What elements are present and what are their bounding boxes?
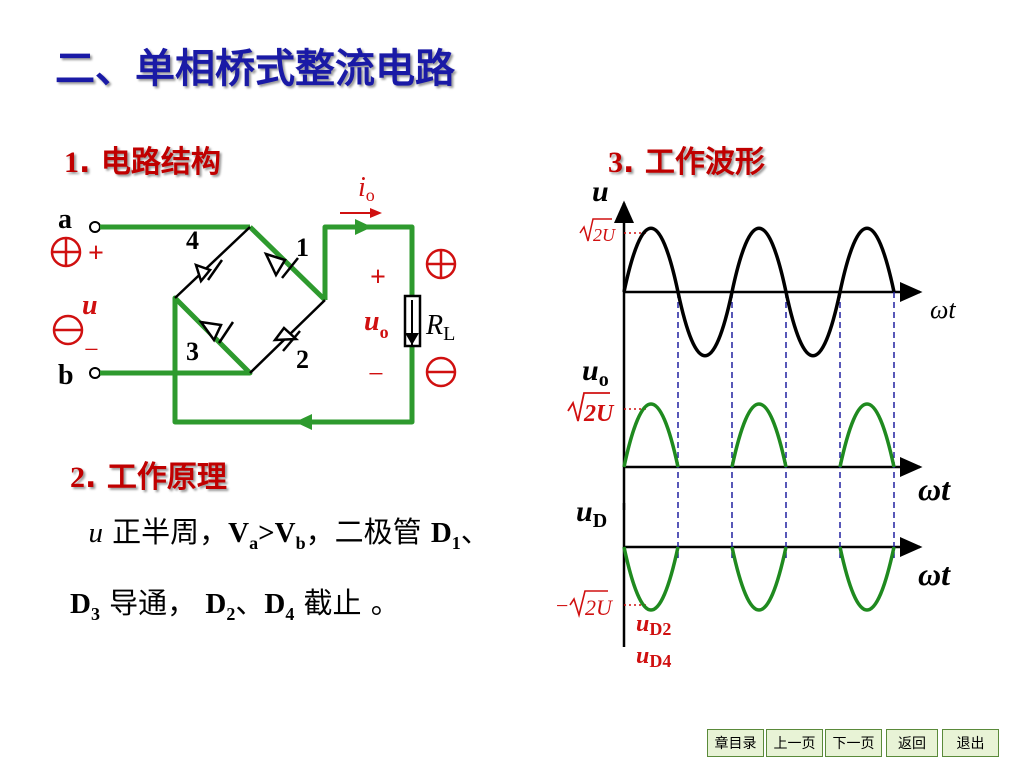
waveform-diagram: u ωt uo ωt uD ωt 2U 2U − 2U uD2 uD4 — [556, 175, 956, 671]
diode-d4: D4 — [264, 587, 295, 624]
output-minus-sign: − — [368, 359, 384, 390]
section-waveform-heading: 3. 工作波形 — [608, 137, 765, 181]
return-button[interactable]: 返回 — [886, 729, 938, 757]
diode-3-label: 3 — [186, 337, 199, 366]
text-chunk: 、 — [460, 515, 490, 549]
page-title: 二、单相桥式整流电路 — [55, 46, 455, 92]
terminal-a — [89, 221, 101, 233]
terminal-b — [89, 367, 101, 379]
current-arrow-top — [355, 219, 372, 235]
text-chunk: 导通， — [99, 585, 206, 620]
diode-4-symbol — [194, 259, 224, 284]
peak-label-u: 2U — [579, 218, 616, 245]
section-number: 1 — [64, 146, 79, 179]
diode-d2: D2 — [205, 587, 236, 624]
peak-label-ud: − 2U — [556, 590, 614, 620]
text-chunk: 、 — [235, 585, 265, 620]
source-plus-sign: + — [88, 238, 104, 269]
text-chunk: ，二极管 — [305, 515, 431, 549]
current-arrow-bottom — [295, 414, 312, 430]
svg-text:−: − — [556, 593, 568, 618]
text-chunk: 正半周， — [102, 515, 229, 549]
u-axis-label: u — [592, 175, 609, 208]
resistor-arrow-head — [405, 333, 419, 345]
wt-label-3: ωt — [918, 556, 951, 592]
section-label: . 工作波形 — [623, 145, 765, 180]
section-number: 2 — [70, 461, 85, 494]
ud-axis-label: uD — [576, 495, 607, 532]
exit-button[interactable]: 退出 — [942, 729, 999, 757]
source-minus-sign: − — [84, 335, 99, 364]
input-voltage-wave — [622, 226, 896, 358]
var-u: u — [88, 517, 103, 549]
output-voltage-label: uo — [364, 306, 389, 342]
text-chunk: 截止 。 — [294, 585, 400, 620]
var-vb: Vb — [274, 517, 306, 553]
diode-3-symbol — [198, 320, 235, 344]
diode-1-label: 1 — [296, 233, 309, 262]
section-label: . 工作原理 — [85, 460, 227, 495]
section-number: 3 — [608, 146, 623, 179]
diode-2-symbol — [272, 326, 301, 352]
previous-page-button[interactable]: 上一页 — [766, 729, 823, 757]
diode-d3: D3 — [70, 587, 100, 624]
ud4-label: uD4 — [636, 643, 671, 671]
terminal-a-label: a — [58, 204, 72, 235]
section-circuit-heading: 1. 电路结构 — [64, 137, 221, 181]
io-label: io — [358, 172, 375, 205]
section-label: . 电路结构 — [79, 145, 221, 180]
bridge-rectifier-circuit: a b 1 2 3 4 io + — [50, 172, 457, 430]
section-principle-heading: 2. 工作原理 — [70, 452, 227, 496]
axes — [614, 200, 923, 647]
next-page-button[interactable]: 下一页 — [825, 729, 882, 757]
wt-label-1: ωt — [930, 295, 956, 324]
principle-text: u 正半周，Va>Vb，二极管 D1、 D3 导通， D2、D4 截止 。 — [70, 502, 500, 644]
load-resistor-label: RL — [425, 310, 455, 345]
peak-label-uo: 2U — [567, 392, 615, 427]
ud2-label: uD2 — [636, 611, 671, 639]
svg-text:2U: 2U — [583, 401, 615, 427]
peak-guides — [624, 232, 648, 606]
io-arrow-head — [370, 208, 382, 218]
output-voltage-wave — [622, 402, 896, 468]
chapter-contents-button[interactable]: 章目录 — [707, 729, 764, 757]
terminal-b-label: b — [58, 360, 74, 391]
diode-1-symbol — [263, 251, 299, 279]
var-va: Va — [228, 517, 259, 553]
diode-4-label: 4 — [186, 226, 199, 255]
output-plus-sign: + — [370, 262, 386, 293]
uo-axis-label: uo — [582, 354, 609, 391]
source-voltage-label: u — [82, 290, 98, 321]
zero-crossing-guides — [677, 292, 895, 560]
svg-text:2U: 2U — [585, 595, 614, 620]
diode-d1: D1 — [430, 517, 461, 553]
diode-2-label: 2 — [296, 345, 309, 374]
svg-text:2U: 2U — [593, 225, 616, 245]
wt-label-2: ωt — [918, 471, 951, 507]
greater-than: > — [258, 517, 275, 549]
diode-voltage-wave — [622, 546, 896, 612]
